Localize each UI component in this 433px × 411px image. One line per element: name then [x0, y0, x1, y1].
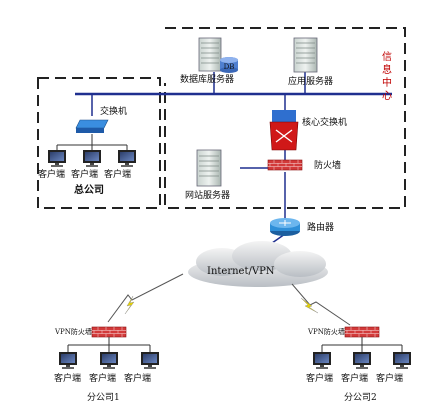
branch1-client-2-label: 客户端: [89, 372, 116, 384]
hq-boundary: [37, 77, 161, 209]
branch2-client-wiring: [321, 337, 403, 352]
hq-client-1-icon: [48, 150, 66, 167]
website-server-label: 网站服务器: [185, 189, 230, 201]
info-center-label-1: 信: [382, 51, 392, 63]
core-switch-label: 核心交换机: [302, 116, 347, 128]
branch1-client-2-icon: [100, 352, 118, 369]
branch2-client-2-icon: [353, 352, 371, 369]
router-label: 路由器: [307, 221, 334, 233]
database-server-icon: [198, 37, 238, 73]
internet-cloud-icon: [188, 241, 328, 287]
hq-client-2-icon: [83, 150, 101, 167]
branch2-vpn-firewall-label: VPN防火墙: [307, 327, 345, 336]
hq-switch-label: 交换机: [100, 105, 127, 117]
main-firewall-label: 防火墙: [314, 159, 341, 171]
info-center-boundary: [164, 27, 406, 209]
hq-client-3-icon: [118, 150, 136, 167]
branch2-client-1-label: 客户端: [306, 372, 333, 384]
info-center-label-3: 中: [382, 76, 392, 89]
hq-client-3-label: 客户端: [104, 168, 131, 180]
branch1-client-3-label: 客户端: [124, 372, 151, 384]
database-server-label: 数据库服务器: [180, 73, 234, 85]
db-badge: DB: [224, 63, 235, 71]
branch2-client-2-label: 客户端: [341, 372, 368, 384]
branch2-client-1-icon: [313, 352, 331, 369]
core-switch-icon: [269, 110, 299, 151]
branch1-client-1-icon: [59, 352, 77, 369]
branch1-vpn-firewall-icon: [91, 326, 127, 338]
hq-client-1-label: 客户端: [38, 168, 65, 180]
branch2-name-label: 分公司2: [344, 392, 377, 403]
application-server-icon: [293, 37, 318, 73]
hq-client-2-label: 客户端: [71, 168, 98, 180]
branch2-lightning-icon: [300, 297, 319, 314]
branch2-client-3-label: 客户端: [376, 372, 403, 384]
branch2-client-3-icon: [393, 352, 411, 369]
branch1-client-1-label: 客户端: [54, 372, 81, 384]
router-icon: [270, 218, 300, 236]
hq-switch-icon: [75, 119, 109, 133]
website-server-icon: [196, 149, 222, 187]
application-server-label: 应用服务器: [288, 75, 333, 87]
main-firewall-icon: [267, 159, 303, 171]
hq-client-wiring: [56, 134, 128, 150]
internet-label: Internet/VPN: [207, 266, 275, 277]
branch2-vpn-link: [291, 283, 351, 326]
hq-name-label: 总公司: [74, 183, 104, 196]
branch1-lightning-icon: [124, 295, 135, 315]
info-center-label-4: 心: [382, 90, 392, 102]
branch1-client-3-icon: [141, 352, 159, 369]
info-center-label-2: 息: [382, 63, 392, 76]
branch2-vpn-firewall-icon: [344, 326, 380, 338]
branch1-name-label: 分公司1: [87, 392, 120, 403]
branch1-client-wiring: [67, 337, 151, 352]
branch1-vpn-link: [107, 273, 184, 323]
branch1-vpn-firewall-label: VPN防火墙: [54, 327, 92, 336]
